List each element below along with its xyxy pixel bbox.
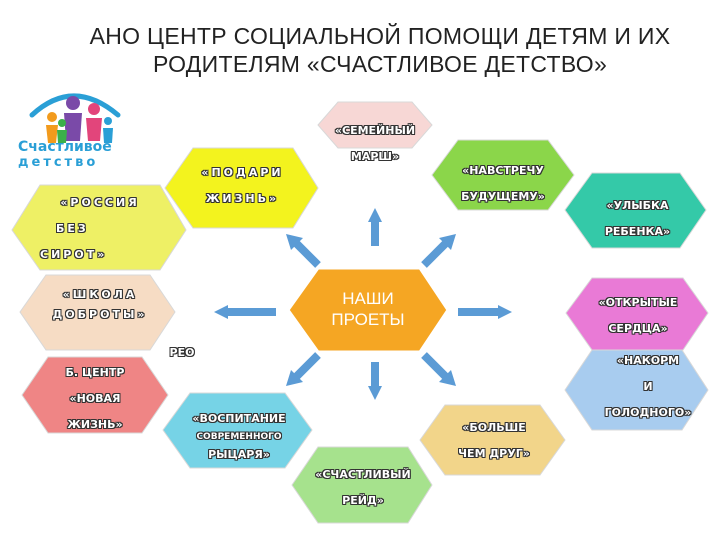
label-line: ГОЛОДНОГО» bbox=[604, 406, 692, 419]
label-line: «НОВАЯ bbox=[69, 392, 121, 405]
label-otkrytye: «ОТКРЫТЫЕ СЕРДЦА» bbox=[574, 290, 702, 342]
label-line: «БОЛЬШЕ bbox=[462, 421, 526, 434]
logo-line-1: Счастливое bbox=[18, 139, 112, 155]
label-line: ДОБРОТЫ» bbox=[52, 308, 148, 321]
label-line: «ПОДАРИ bbox=[201, 166, 284, 179]
logo-line-2: детство bbox=[18, 155, 99, 170]
hex-center bbox=[286, 266, 450, 354]
hex-ulybka bbox=[564, 172, 707, 249]
family-figures-icon bbox=[29, 93, 121, 143]
arrow-down-left-shaft bbox=[293, 352, 321, 380]
arrow-down-right bbox=[439, 370, 456, 386]
arrow-up-right bbox=[439, 234, 456, 250]
hex-schastlivy-reid bbox=[291, 446, 433, 524]
arrows-layer bbox=[214, 208, 512, 400]
label-line: «СЧАСТЛИВЫЙ bbox=[315, 468, 411, 481]
label-nakormi: «НАКОРМ И ГОЛОДНОГО» bbox=[580, 348, 716, 426]
hex-navstrechu bbox=[431, 139, 575, 211]
hex-semeyny-marsh bbox=[317, 101, 433, 149]
label-rossiya: «РОССИЯ БЕЗ СИРОТ» bbox=[40, 190, 160, 268]
label-line: «НАВСТРЕЧУ bbox=[462, 164, 544, 177]
arrow-up-left-shaft bbox=[293, 240, 321, 268]
label-navstrechu: «НАВСТРЕЧУ БУДУЩЕМУ» bbox=[440, 158, 566, 210]
label-line: СОВРЕМЕННОГО bbox=[196, 432, 282, 442]
label-line: ЖИЗНЬ» bbox=[67, 418, 123, 431]
hex-shkola bbox=[19, 274, 176, 351]
hexagons-layer bbox=[11, 101, 709, 524]
label-line: «ШКОЛА bbox=[62, 288, 138, 301]
label-semeyny-marsh: «СЕМЕЙНЫЙ МАРШ» bbox=[318, 118, 432, 170]
arrow-right bbox=[498, 305, 512, 319]
hex-centr bbox=[21, 356, 169, 434]
arrow-up-shaft bbox=[371, 222, 379, 246]
label-line: И bbox=[643, 380, 653, 393]
title-line-1: АНО ЦЕНТР СОЦИАЛЬНОЙ ПОМОЩИ ДЕТЯМ И ИХ bbox=[89, 23, 671, 49]
hex-bolshe bbox=[419, 404, 566, 476]
arrow-up bbox=[368, 208, 382, 222]
label-line: РЕО bbox=[169, 346, 195, 359]
arrow-down-right-shaft bbox=[421, 352, 449, 380]
label-line: Б. ЦЕНТР bbox=[65, 366, 125, 379]
label-line: «УЛЫБКА bbox=[606, 199, 669, 212]
label-line: ЖИЗНЬ» bbox=[205, 192, 280, 205]
label-line: МАРШ» bbox=[350, 150, 400, 163]
center-line-2: ПРОЕТЫ bbox=[331, 310, 405, 329]
center-line-1: НАШИ bbox=[342, 289, 394, 308]
label-line: БЕЗ bbox=[56, 222, 89, 235]
label-reo: РЕО bbox=[164, 340, 200, 366]
label-line: РЕЙД» bbox=[342, 494, 384, 507]
label-line: «ВОСПИТАНИЕ bbox=[192, 412, 286, 425]
label-line: РЫЦАРЯ» bbox=[208, 448, 270, 461]
title-line-2: РОДИТЕЛЯМ «СЧАСТЛИВОЕ ДЕТСТВО» bbox=[152, 51, 608, 77]
label-centr: Б. ЦЕНТР «НОВАЯ ЖИЗНЬ» bbox=[40, 360, 150, 438]
hex-vospitanie bbox=[162, 392, 313, 469]
label-line: СЕРДЦА» bbox=[608, 322, 668, 335]
label-line: «ОТКРЫТЫЕ bbox=[598, 296, 678, 309]
arrow-up-left bbox=[286, 234, 303, 250]
arrow-up-right-shaft bbox=[421, 240, 449, 268]
label-line: «НАКОРМ bbox=[616, 354, 680, 367]
label-line: БУДУЩЕМУ» bbox=[461, 190, 545, 203]
page-title: АНО ЦЕНТР СОЦИАЛЬНОЙ ПОМОЩИ ДЕТЯМ И ИХ Р… bbox=[50, 22, 710, 78]
hex-podari bbox=[164, 147, 319, 229]
label-shkola: «ШКОЛА ДОБРОТЫ» bbox=[30, 285, 170, 325]
label-line: «СЕМЕЙНЫЙ bbox=[334, 124, 416, 137]
label-vospitanie: «ВОСПИТАНИЕ СОВРЕМЕННОГО РЫЦАРЯ» bbox=[172, 410, 306, 464]
label-bolshe: «БОЛЬШЕ ЧЕМ ДРУГ» bbox=[430, 415, 558, 467]
center-label: НАШИ ПРОЕТЫ bbox=[308, 288, 428, 330]
label-line: РЕБЕНКА» bbox=[604, 225, 671, 238]
label-line: ЧЕМ ДРУГ» bbox=[458, 447, 530, 460]
hex-rossiya bbox=[11, 184, 187, 271]
label-schastlivy-reid: «СЧАСТЛИВЫЙ РЕЙД» bbox=[300, 462, 426, 514]
logo-text: Счастливое детство bbox=[18, 139, 128, 171]
label-podari: «ПОДАРИ ЖИЗНЬ» bbox=[180, 160, 305, 212]
arrow-right-shaft bbox=[458, 308, 498, 316]
arrow-down-left bbox=[286, 370, 303, 386]
hex-nakormi bbox=[564, 349, 709, 431]
arrow-down bbox=[368, 386, 382, 400]
label-ulybka: «УЛЫБКА РЕБЕНКА» bbox=[575, 193, 700, 245]
arrow-left bbox=[214, 305, 228, 319]
label-line: «РОССИЯ bbox=[60, 196, 140, 209]
arrow-down-shaft bbox=[371, 362, 379, 386]
arrow-left-shaft bbox=[228, 308, 276, 316]
label-line: СИРОТ» bbox=[40, 248, 108, 261]
